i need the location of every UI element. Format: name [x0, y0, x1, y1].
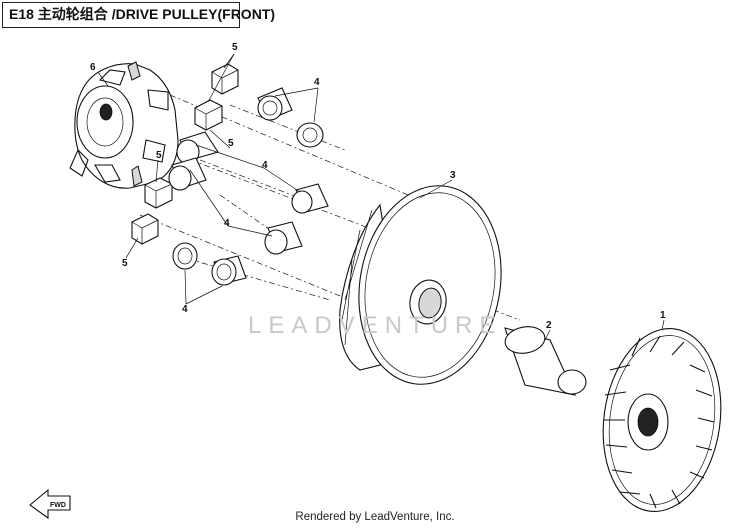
diagram-title: E18 主动轮组合 /DRIVE PULLEY(FRONT) [2, 2, 275, 28]
slider-upper-left [211, 63, 239, 95]
callout-5-left: 5 [156, 150, 162, 161]
movable-sheave [339, 185, 502, 385]
roller-mid-3 [291, 183, 329, 214]
callout-5-top: 5 [232, 42, 238, 53]
slider-lower [131, 213, 159, 245]
footer-credit: Rendered by LeadVenture, Inc. [295, 511, 455, 523]
slider-mid [144, 177, 173, 209]
callout-4-top: 4 [314, 77, 320, 88]
roller-mid-2 [168, 157, 207, 191]
roller-mid-1 [176, 131, 219, 165]
callout-3: 3 [450, 170, 456, 181]
roller-bottom-2 [211, 255, 247, 286]
watermark: LEADVENTURE [248, 312, 503, 339]
roller-bottom-1 [172, 242, 198, 270]
leader-lines [97, 53, 665, 341]
roller-top-2 [296, 122, 324, 148]
roller-top-1 [257, 87, 293, 121]
fwd-arrow-icon: FWD [29, 488, 71, 520]
callout-6: 6 [90, 62, 96, 73]
fixed-sheave [602, 327, 722, 513]
sleeve [504, 326, 587, 396]
callout-2: 2 [546, 320, 552, 331]
callout-1: 1 [660, 310, 666, 321]
slider-upper-right [194, 99, 223, 131]
callout-4-low: 4 [224, 218, 230, 229]
callout-4-mid: 4 [262, 160, 268, 171]
callout-4-bottom: 4 [182, 304, 188, 315]
callout-5-mid: 5 [228, 138, 234, 149]
roller-mid-4 [264, 221, 303, 255]
cam-plate [69, 61, 179, 189]
fwd-label: FWD [50, 502, 66, 509]
callout-5-bottom: 5 [122, 258, 128, 269]
